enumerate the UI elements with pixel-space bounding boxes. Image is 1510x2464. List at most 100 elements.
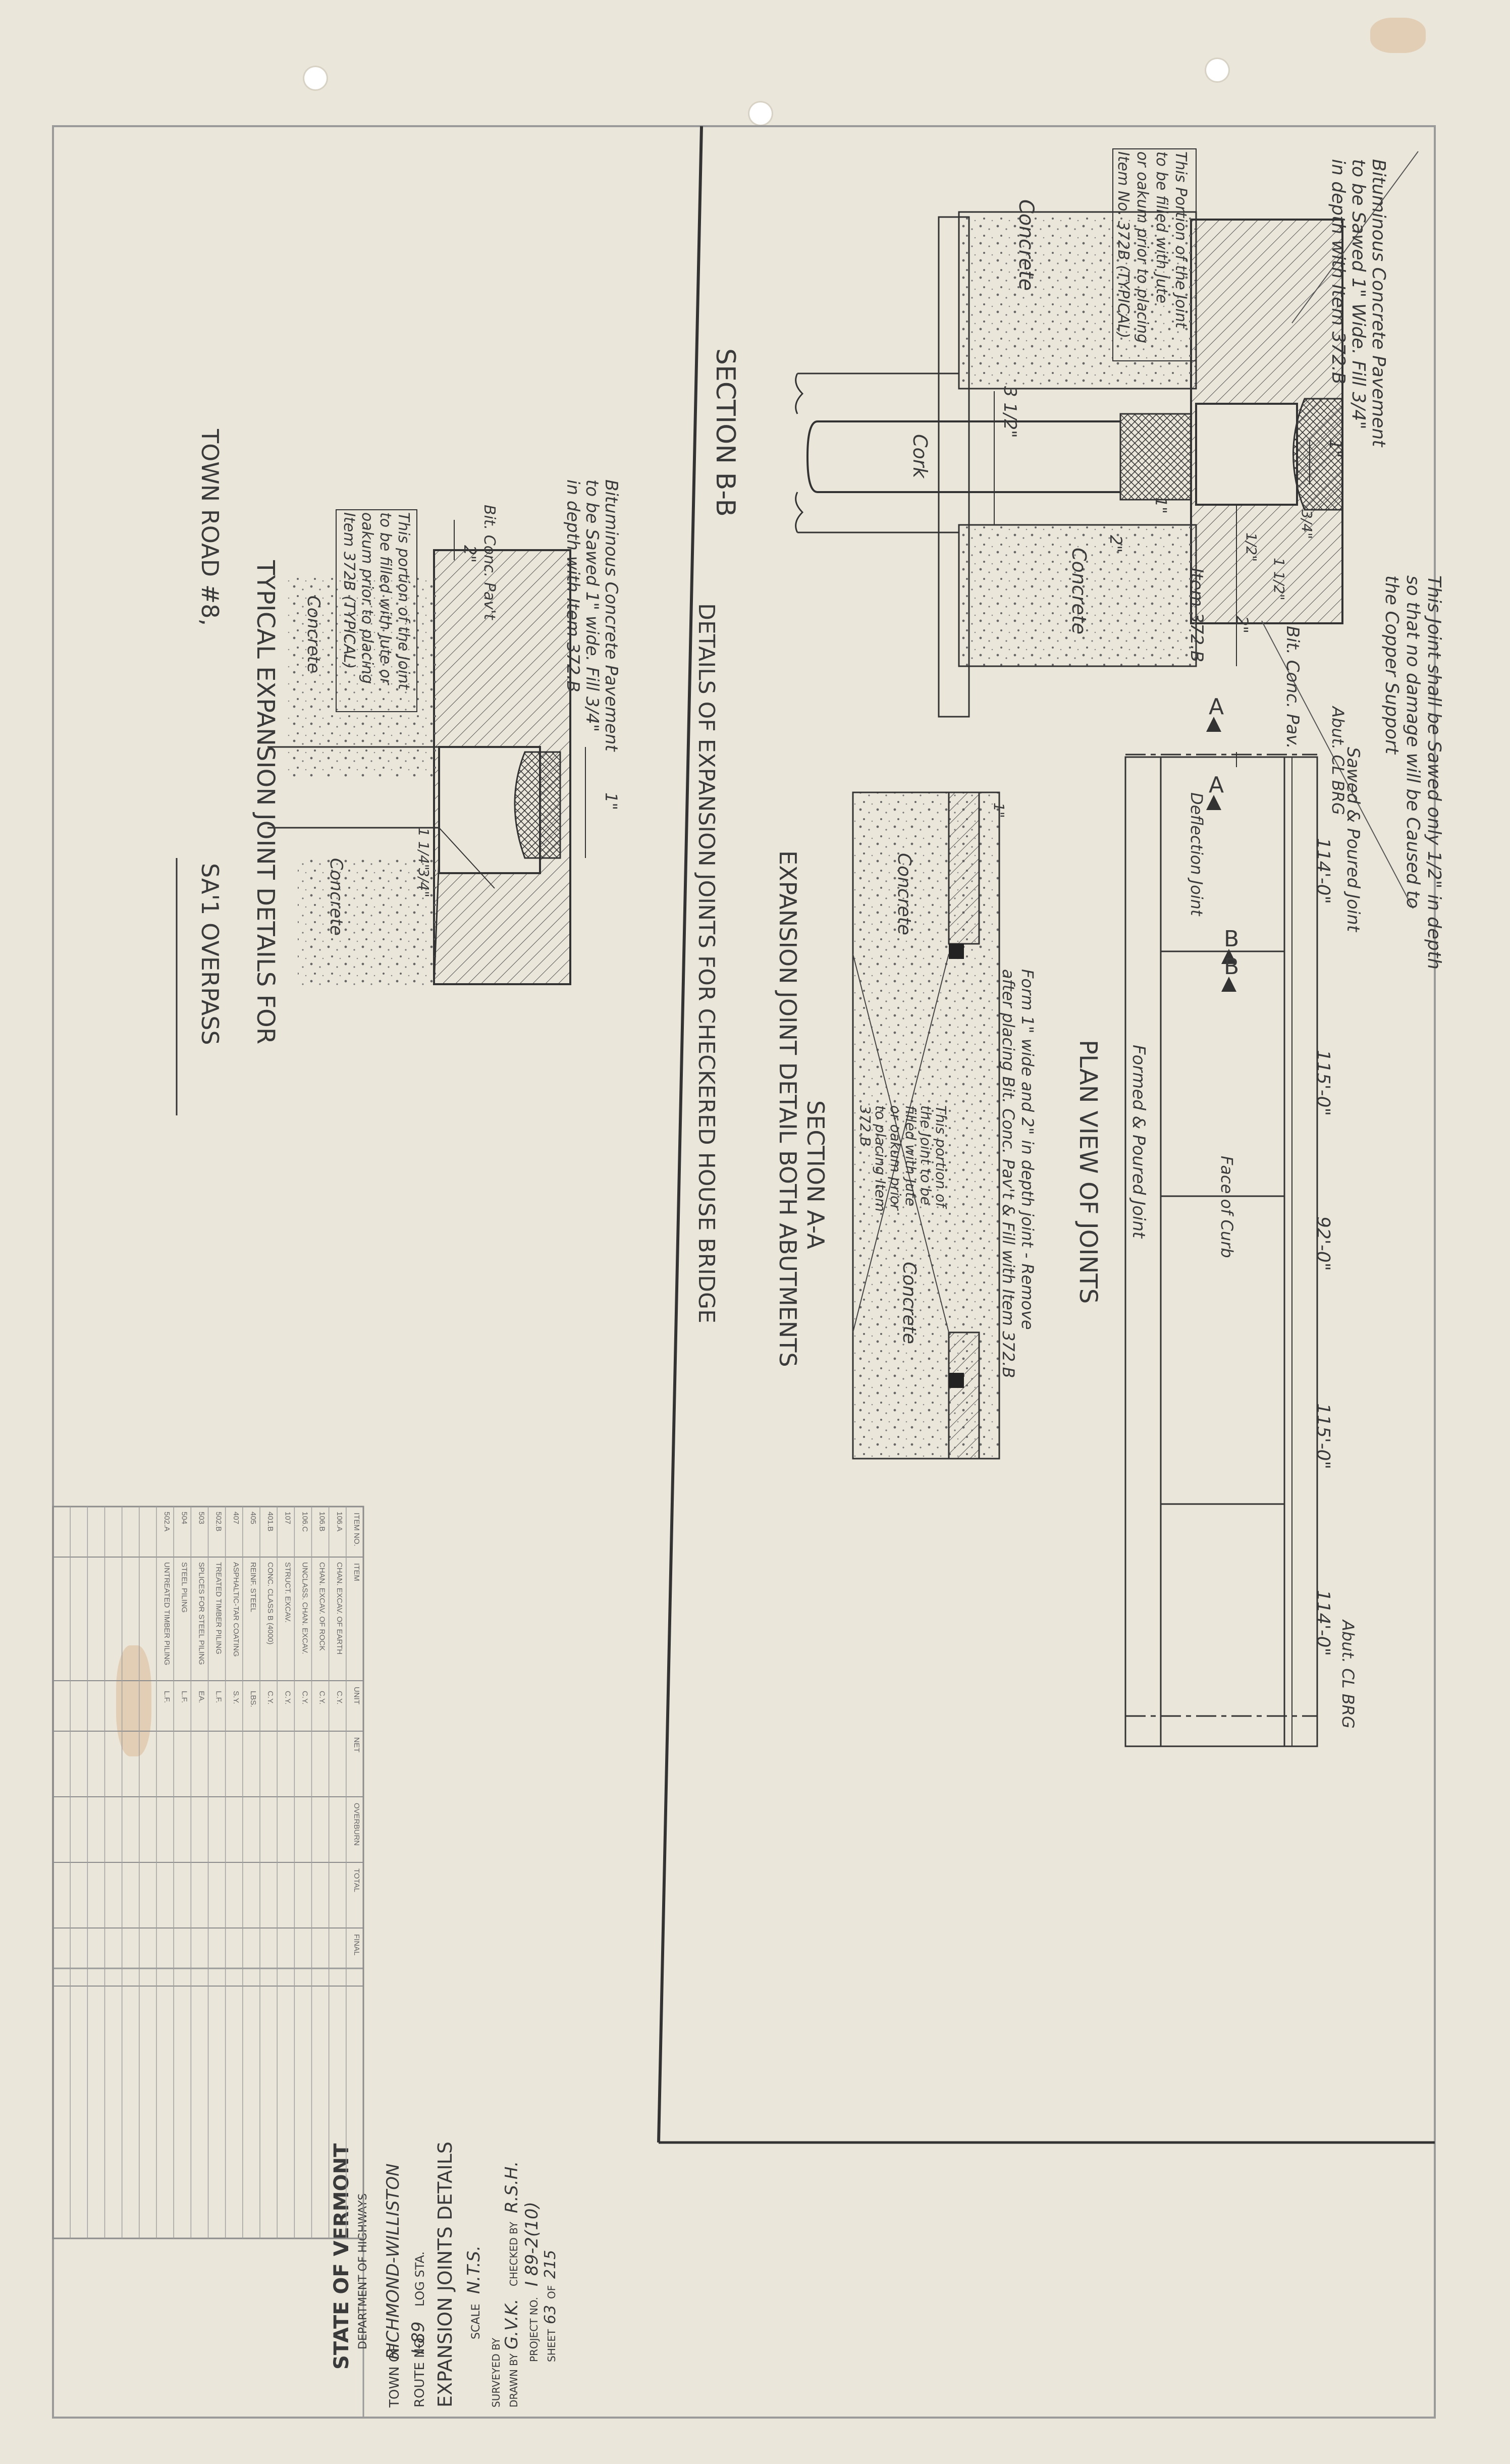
tr-dim-1q: 1 1/4" <box>415 828 432 871</box>
tb-total-sheets: 215 <box>542 2250 559 2279</box>
tb-project: I 89-2(10) <box>522 2202 542 2286</box>
bb-dim-1: 1" <box>1325 439 1345 458</box>
aa-concrete-b: Concrete <box>899 1262 920 1344</box>
tb-drawing-title: EXPANSION JOINTS DETAILS <box>434 2141 456 2407</box>
table-header-cell: ITEM <box>352 1563 361 1581</box>
svg-text:to be Sawed 1" wide. Fill 3/4": to be Sawed 1" wide. Fill 3/4" <box>582 479 602 732</box>
town-road-joint-detail: Bit. Conc. Pav't 2" 1" 1 1/4" 3/4" Concr… <box>176 428 621 1115</box>
bb-dim-half: 1/2" <box>1243 532 1260 562</box>
table-item-desc: CHAN. EXCAV. OF EARTH <box>335 1562 344 1654</box>
table-item-unit: EA. <box>197 1691 206 1703</box>
table-item-unit: C.Y. <box>318 1691 327 1704</box>
table-item-unit: C.Y. <box>283 1691 292 1704</box>
table-header-cell: NET <box>352 1737 361 1752</box>
svg-text:Item 372B (TYPICAL): Item 372B (TYPICAL) <box>340 512 358 669</box>
table-item-no: 405 <box>249 1512 257 1524</box>
tb-scale-label: SCALE <box>470 2304 482 2339</box>
table-header-cell: TOTAL <box>352 1868 361 1892</box>
svg-text:This portion of: This portion of <box>933 1105 949 1209</box>
table-item-desc: STEEL PILING <box>180 1562 188 1613</box>
svg-text:to be Sawed 1" Wide. Fill 3/4": to be Sawed 1" Wide. Fill 3/4" <box>1348 159 1369 430</box>
table-item-unit: C.Y. <box>301 1691 309 1704</box>
plan-title: PLAN VIEW OF JOINTS <box>1074 1040 1102 1304</box>
tr-title: TYPICAL EXPANSION JOINT DETAILS FOR <box>251 560 280 1044</box>
svg-text:to placing Item: to placing Item <box>872 1105 889 1212</box>
divider-line <box>657 126 703 2143</box>
bb-dim-1half: 1 1/2" <box>1271 558 1287 601</box>
svg-text:Bituminous Concrete Pavement: Bituminous Concrete Pavement <box>1368 159 1389 448</box>
aa-subtitle: EXPANSION JOINT DETAIL BOTH ABUTMENTS <box>774 850 801 1367</box>
table-item-desc: CONC. CLASS B (4000) <box>266 1562 275 1644</box>
svg-text:This portion of the Joint: This portion of the Joint <box>395 512 412 690</box>
table-item-no: 502.B <box>214 1512 223 1531</box>
svg-text:or oakum prior: or oakum prior <box>887 1105 904 1211</box>
plan-sec-b-2: B <box>1224 954 1239 980</box>
table-item-desc: CHAN. EXCAV. OF ROCK <box>318 1562 327 1651</box>
tb-sheet: 63 <box>542 2305 559 2324</box>
svg-text:so that no damage will be Caus: so that no damage will be Caused to <box>1403 575 1423 908</box>
table-item-unit: S.Y. <box>232 1691 240 1704</box>
table-header-cell: OVERBURN <box>352 1803 361 1846</box>
tb-checked: R.S.H. <box>502 2161 522 2213</box>
bb-note-top: Bituminous Concrete Pavement to be Sawed… <box>1328 159 1389 448</box>
tr-note-fill: This portion of the Joint to be filled w… <box>336 509 417 712</box>
main-title: DETAILS OF EXPANSION JOINTS FOR CHECKERE… <box>693 603 719 1323</box>
bb-dim-2b: 2" <box>1232 616 1252 633</box>
svg-text:after placing Bit. Conc. Pav't: after placing Bit. Conc. Pav't & Fill wi… <box>999 969 1018 1378</box>
plan-span-dim: 114'-0" <box>1313 1590 1333 1656</box>
table-item-no: 106.B <box>318 1512 327 1531</box>
table-item-unit: L.F. <box>180 1691 188 1703</box>
tr-dim-1: 1" <box>602 792 621 810</box>
tb-drawn-label: DRAWN BY <box>508 2353 520 2407</box>
section-aa-detail: 1" Concrete Concrete Form 1" wide and 2"… <box>774 791 1037 1460</box>
table-item-no: 407 <box>232 1512 240 1524</box>
tr-concrete-b: Concrete <box>326 858 346 936</box>
tb-project-label: PROJECT NO. <box>528 2297 540 2362</box>
aa-concrete-a: Concrete <box>894 853 914 935</box>
plan-abut-brg-2: Abut. CL BRG <box>1338 1619 1358 1729</box>
items-table: ITEM NO.ITEMUNITNETOVERBURNTOTALFINAL106… <box>52 1506 364 2239</box>
tr-note-top: Bituminous Concrete Pavement to be Sawed… <box>563 479 621 752</box>
table-item-desc: TREATED TIMBER PILING <box>214 1562 223 1654</box>
svg-text:the Joint to be: the Joint to be <box>918 1105 934 1205</box>
table-item-unit: C.Y. <box>266 1691 275 1704</box>
title-block: STATE OF VERMONT DEPARTMENT OF HIGHWAYS … <box>52 1967 559 2419</box>
table-item-desc: SPLICES FOR STEEL PILING <box>197 1562 206 1665</box>
svg-text:oakum prior to placing: oakum prior to placing <box>358 512 376 684</box>
tr-bit-conc: Bit. Conc. Pav't <box>480 505 498 620</box>
tb-surveyed: SURVEYED BY <box>490 2337 502 2407</box>
stain <box>1370 18 1426 53</box>
plan-formed-poured: Formed & Poured Joint <box>1128 1045 1149 1239</box>
bb-item: Item 372.B <box>1187 568 1207 662</box>
svg-text:the Copper Support: the Copper Support <box>1381 575 1402 755</box>
punch-hole <box>1206 59 1228 81</box>
tb-town: RICHMOND-WILLISTON <box>383 2164 403 2360</box>
punch-hole <box>749 102 772 125</box>
aa-note-fill: This portion of the Joint to be filled w… <box>857 1105 949 1212</box>
section-bb-detail: 3 1/2" 1" 1" 1/2" 1 1/2" 3/4" 2" 2" Cork… <box>710 148 1444 970</box>
aa-dim: 1" <box>991 802 1007 818</box>
svg-text:or oakum prior to placing: or oakum prior to placing <box>1134 151 1151 343</box>
sheet-border <box>52 125 1436 2419</box>
table-item-unit: L.F. <box>163 1691 171 1703</box>
table-item-no: 106.C <box>301 1512 309 1532</box>
table-item-desc: REINF. STEEL <box>249 1562 257 1612</box>
svg-text:372.B: 372.B <box>857 1105 874 1147</box>
svg-text:This Joint shall be Sawed only: This Joint shall be Sawed only 1/2" in d… <box>1424 575 1444 970</box>
tb-state: STATE OF VERMONT <box>330 2143 353 2370</box>
tr-concrete-a: Concrete <box>303 596 323 673</box>
bb-dim-3q: 3/4" <box>1299 510 1315 539</box>
punch-hole <box>304 67 327 89</box>
table-item-desc: UNCLASS. CHAN. EXCAV. <box>301 1562 309 1654</box>
table-item-no: 503 <box>197 1512 206 1524</box>
bb-note-joint: This Portion of the Joint to be filled w… <box>1112 148 1197 361</box>
bb-dim-3half: 3 1/2" <box>1000 386 1020 438</box>
table-item-no: 106.A <box>335 1512 344 1531</box>
bb-dim-1b: 1" <box>1152 497 1169 514</box>
svg-text:in depth with Item 372.B: in depth with Item 372.B <box>1328 159 1349 385</box>
plan-face-curb: Face of Curb <box>1217 1156 1236 1258</box>
bb-note-saw: This Joint shall be Sawed only 1/2" in d… <box>1381 575 1444 970</box>
bb-bit-conc: Bit. Conc. Pav. <box>1282 626 1303 749</box>
tb-scale: N.T.S. <box>464 2245 484 2294</box>
